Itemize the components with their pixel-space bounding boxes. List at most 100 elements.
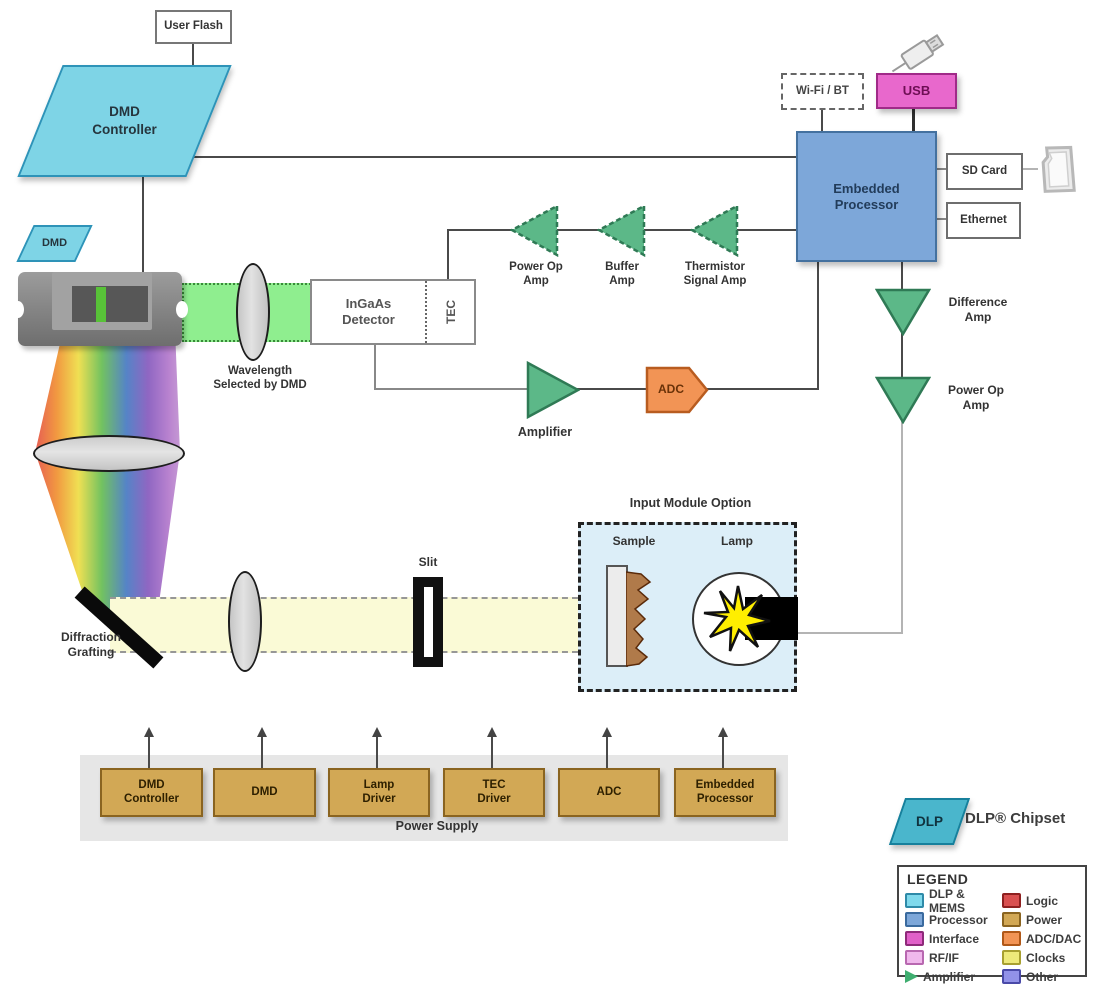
input-module-title: Input Module Option: [629, 496, 752, 510]
power-arrow-head-6: [718, 727, 728, 737]
power-op-amp-right-icon: [875, 376, 931, 424]
difference-amp-icon: [875, 288, 931, 336]
beam-lens: [228, 571, 262, 672]
wire-detector-amplifier: [374, 388, 529, 390]
dmd-badge: DMD: [16, 225, 93, 262]
power-rail-dmd-controller: DMD Controller: [100, 768, 203, 817]
wire-processor-sdcard: [933, 168, 946, 170]
dmd-badge-label: DMD: [41, 237, 68, 250]
legend-item-dlp-mems: DLP & MEMS: [905, 887, 1002, 915]
sample-label: Sample: [612, 534, 656, 548]
power-arrow-head-4: [487, 727, 497, 737]
tec-label: TEC: [443, 300, 458, 324]
sd-card-icon: [1041, 145, 1076, 193]
processor-swatch: [905, 912, 924, 927]
power-arrow-line-5: [606, 737, 608, 768]
legend-title: LEGEND: [907, 871, 969, 887]
wire-controller-dmd: [142, 173, 144, 273]
legend-item-other: Other: [1002, 969, 1083, 984]
legend-item-interface: Interface: [905, 931, 1002, 946]
legend-item-clocks: Clocks: [1002, 950, 1083, 965]
power-rail-embedded-processor: Embedded Processor: [674, 768, 776, 817]
sd-card-box: SD Card: [946, 153, 1023, 190]
legend-item-adc-dac: ADC/DAC: [1002, 931, 1083, 946]
power-supply-label: Power Supply: [395, 819, 479, 833]
dlp-mems-swatch: [905, 893, 924, 908]
adc-icon: [645, 366, 709, 414]
amplifier-icon: [526, 361, 580, 419]
dmd-mirror-window: [72, 286, 148, 322]
legend-item-power: Power: [1002, 912, 1083, 927]
wifi-bt-box: Wi-Fi / BT: [781, 73, 864, 110]
collimating-lens: [33, 435, 185, 472]
wire-userflash-controller: [192, 40, 194, 66]
usb-box: USB: [876, 73, 957, 109]
slit-opening: [424, 587, 433, 657]
collimated-beam: [110, 597, 578, 653]
ingaas-detector-label: InGaAs Detector: [342, 295, 395, 327]
legend-item-logic: Logic: [1002, 893, 1083, 908]
clocks-swatch: [1002, 950, 1021, 965]
sample-material: [626, 571, 652, 667]
power-arrow-line-6: [722, 737, 724, 768]
ethernet-box: Ethernet: [946, 202, 1021, 239]
dmd-chip-notch-left: [12, 301, 24, 318]
lamp-label: Lamp: [720, 534, 753, 548]
power-arrow-line-1: [148, 737, 150, 768]
wire-processor-ethernet: [933, 218, 946, 220]
amplifier-label: Amplifier: [517, 425, 573, 439]
thermistor-signal-amp-icon: [690, 204, 739, 257]
power-arrow-head-5: [602, 727, 612, 737]
wire-tec-up: [447, 230, 449, 280]
lamp-star-icon: [703, 585, 771, 652]
wire-processor-diffamp: [901, 258, 903, 291]
power-arrow-head-3: [372, 727, 382, 737]
logic-swatch: [1002, 893, 1021, 908]
wire-wifi-processor: [821, 106, 823, 132]
legend-item-processor: Processor: [905, 912, 1002, 927]
dmd-controller-block: DMD Controller: [17, 65, 232, 177]
power-arrow-line-3: [376, 737, 378, 768]
dlp-chipset-label: DLP® Chipset: [965, 810, 1066, 827]
power-arrow-line-4: [491, 737, 493, 768]
wavelength-selected-label: Wavelength Selected by DMD: [213, 365, 307, 392]
difference-amp-label: Difference Amp: [948, 295, 1008, 324]
power-rail-lamp-driver: Lamp Driver: [328, 768, 430, 817]
legend-box: LEGEND DLP & MEMS Logic Processor Power …: [897, 865, 1087, 984]
power-op-amp-right-label: Power Op Amp: [947, 383, 1004, 412]
dlp-badge-label: DLP: [916, 813, 943, 829]
tec-section: TEC: [425, 281, 474, 343]
wire-sdcard-icon: [1019, 168, 1038, 170]
wire-powamp-lamp-h: [798, 632, 903, 634]
wire-usb-processor: [912, 105, 915, 132]
adc-label: ADC: [658, 382, 684, 396]
dmd-controller-label: DMD Controller: [92, 104, 157, 137]
usb-plug-icon: [891, 34, 945, 73]
power-arrow-head-2: [257, 727, 267, 737]
slit-label: Slit: [418, 555, 438, 569]
buffer-amp-label: Buffer Amp: [605, 261, 639, 288]
detector-lens: [236, 263, 270, 361]
dmd-on-pixel-beam: [96, 287, 106, 322]
diffraction-grating-label: Diffraction Grafting: [61, 630, 121, 659]
power-op-amp-left-icon: [510, 204, 559, 257]
adc-dac-swatch: [1002, 931, 1021, 946]
power-rail-adc: ADC: [558, 768, 660, 817]
wire-diffamp-powamp: [901, 332, 903, 379]
embedded-processor-block: Embedded Processor: [796, 131, 937, 262]
wire-amplifier-adc: [575, 388, 648, 390]
amplifier-swatch-triangle-icon: [905, 970, 918, 983]
buffer-amp-icon: [597, 204, 646, 257]
power-arrow-head-1: [144, 727, 154, 737]
wire-powamp-lamp-v: [901, 420, 903, 634]
wire-controller-processor: [190, 156, 796, 158]
power-rail-tec-driver: TEC Driver: [443, 768, 545, 817]
detector-tec-box: InGaAs Detector TEC: [310, 279, 476, 345]
wire-adc-right: [705, 388, 819, 390]
power-arrow-line-2: [261, 737, 263, 768]
dmd-chip-notch-right: [176, 301, 188, 318]
wire-detector-down: [374, 341, 376, 390]
wire-adc-processor: [817, 258, 819, 390]
thermistor-signal-amp-label: Thermistor Signal Amp: [683, 261, 747, 288]
dlp-badge: DLP: [888, 798, 971, 845]
